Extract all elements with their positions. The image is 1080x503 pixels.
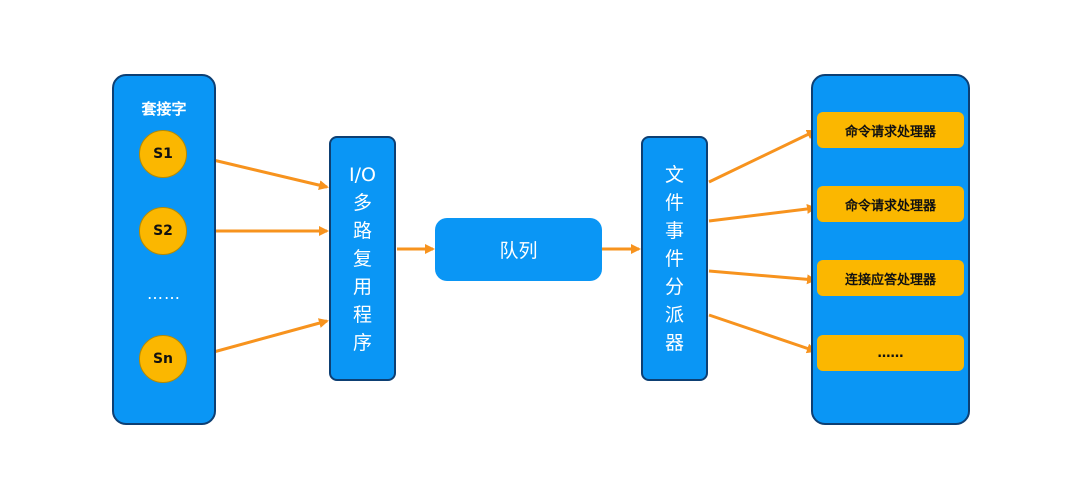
arrow-dispatcher-to-handler-3 xyxy=(708,269,817,285)
dispatcher-label-char: 件 xyxy=(664,247,684,270)
socket-sn: Sn xyxy=(139,335,187,383)
dispatcher-label-char: 文 xyxy=(664,163,684,186)
handler-ellipsis: …… xyxy=(817,335,964,371)
arrow-dispatcher-to-handler-1 xyxy=(708,129,817,184)
dispatcher-label-char: 器 xyxy=(664,331,684,354)
io-multiplexer-label-char: 序 xyxy=(352,331,372,354)
arrow-dispatcher-to-handler-2 xyxy=(708,204,817,223)
sockets-ellipsis: …… xyxy=(147,284,181,303)
io-multiplexer-label-char: 多 xyxy=(352,191,372,214)
queue-label: 队列 xyxy=(499,240,538,262)
io-multiplexer-label-char: 路 xyxy=(352,219,372,242)
sockets-panel-title: 套接字 xyxy=(141,100,187,118)
handler-command-request-2: 命令请求处理器 xyxy=(817,186,964,222)
socket-s1: S1 xyxy=(139,130,187,178)
handler-command-request-1: 命令请求处理器 xyxy=(817,112,964,148)
queue-box: 队列 xyxy=(435,218,602,281)
dispatcher-label-char: 事 xyxy=(664,219,684,242)
dispatcher-label-char: 派 xyxy=(664,303,684,326)
socket-s2: S2 xyxy=(139,207,187,255)
io-multiplexer-box: I/O 多 路 复 用 程 序 xyxy=(329,136,396,381)
handler-connection-accept: 连接应答处理器 xyxy=(817,260,964,296)
arrow-dispatcher-to-handler-4 xyxy=(708,313,817,354)
file-event-dispatcher-box: 文 件 事 件 分 派 器 xyxy=(641,136,708,381)
dispatcher-label-char: 分 xyxy=(664,275,684,298)
io-multiplexer-label-char: I/O xyxy=(349,163,376,186)
io-multiplexer-label-char: 程 xyxy=(352,303,372,326)
dispatcher-label-char: 件 xyxy=(664,191,684,214)
io-multiplexer-label-char: 用 xyxy=(352,275,372,298)
io-multiplexer-label-char: 复 xyxy=(352,247,372,270)
